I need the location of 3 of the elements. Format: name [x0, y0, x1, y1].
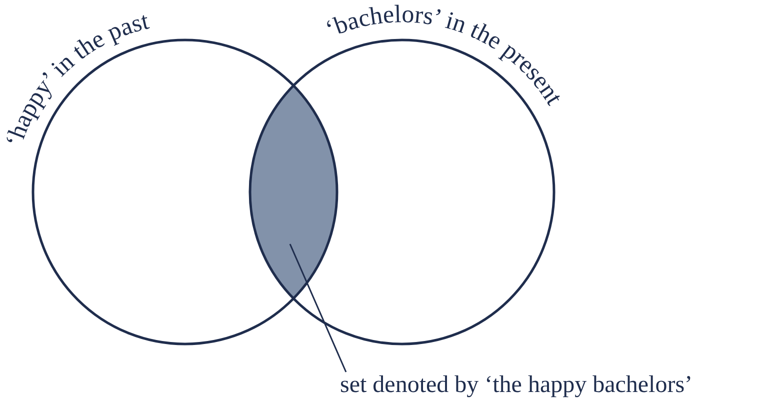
- intersection-region: [249, 85, 338, 299]
- annotation-text: set denoted by ‘the happy bachelors’: [340, 372, 693, 398]
- leader-line: [289, 244, 347, 372]
